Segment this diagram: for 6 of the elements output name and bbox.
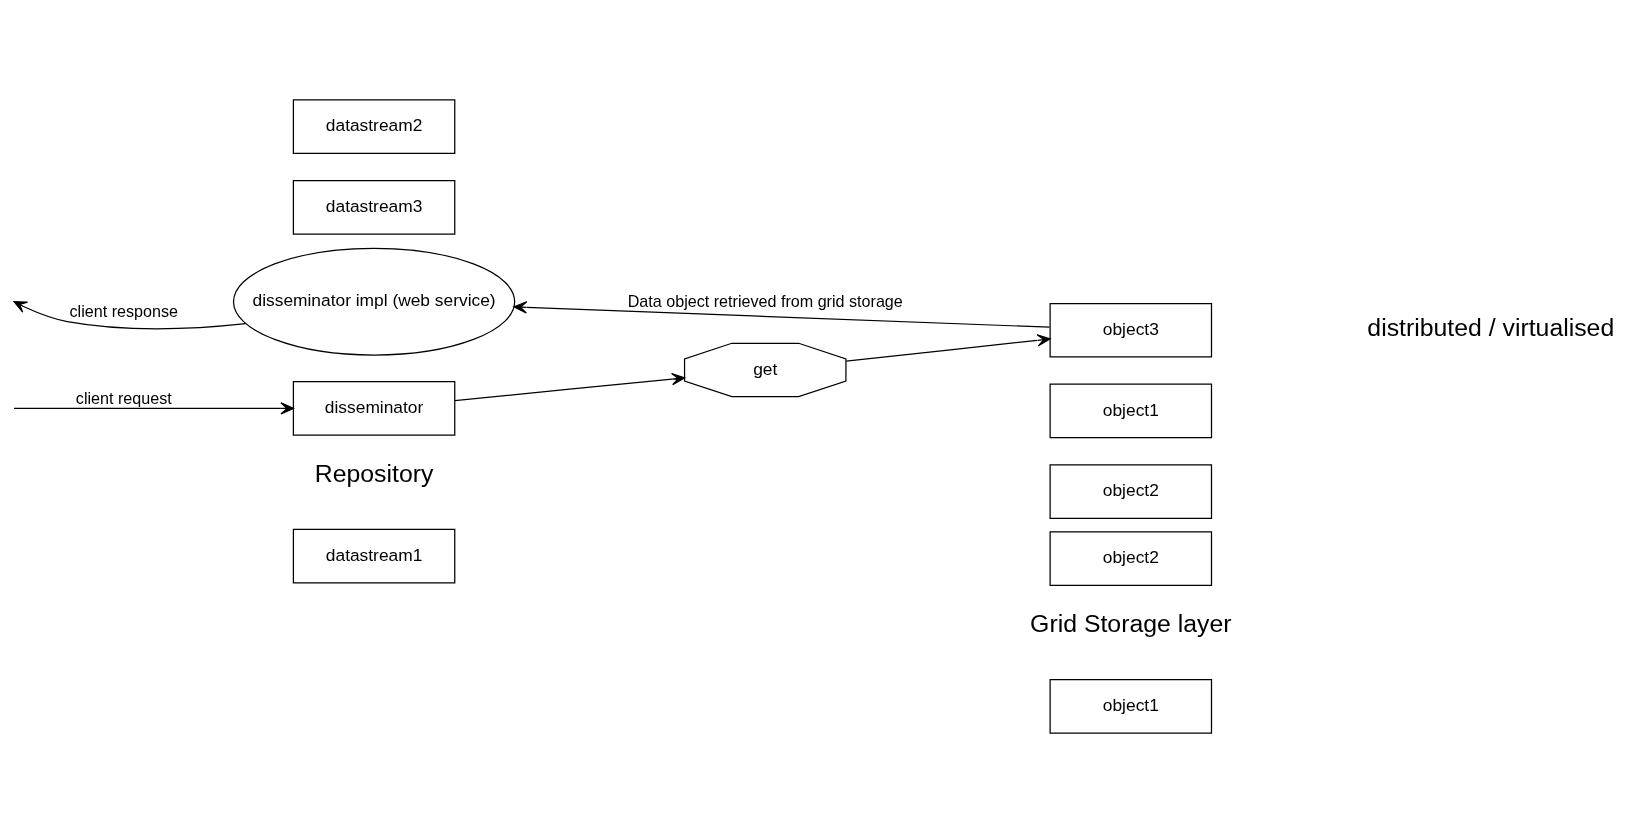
- label: distributed / virtualised: [1367, 314, 1615, 342]
- edge-label: client response: [69, 302, 179, 321]
- label: Repository: [314, 459, 434, 487]
- edge-label: client request: [75, 388, 172, 407]
- label: Grid Storage layer: [1030, 609, 1232, 637]
- edge-label: Data object retrieved from grid storage: [627, 292, 903, 311]
